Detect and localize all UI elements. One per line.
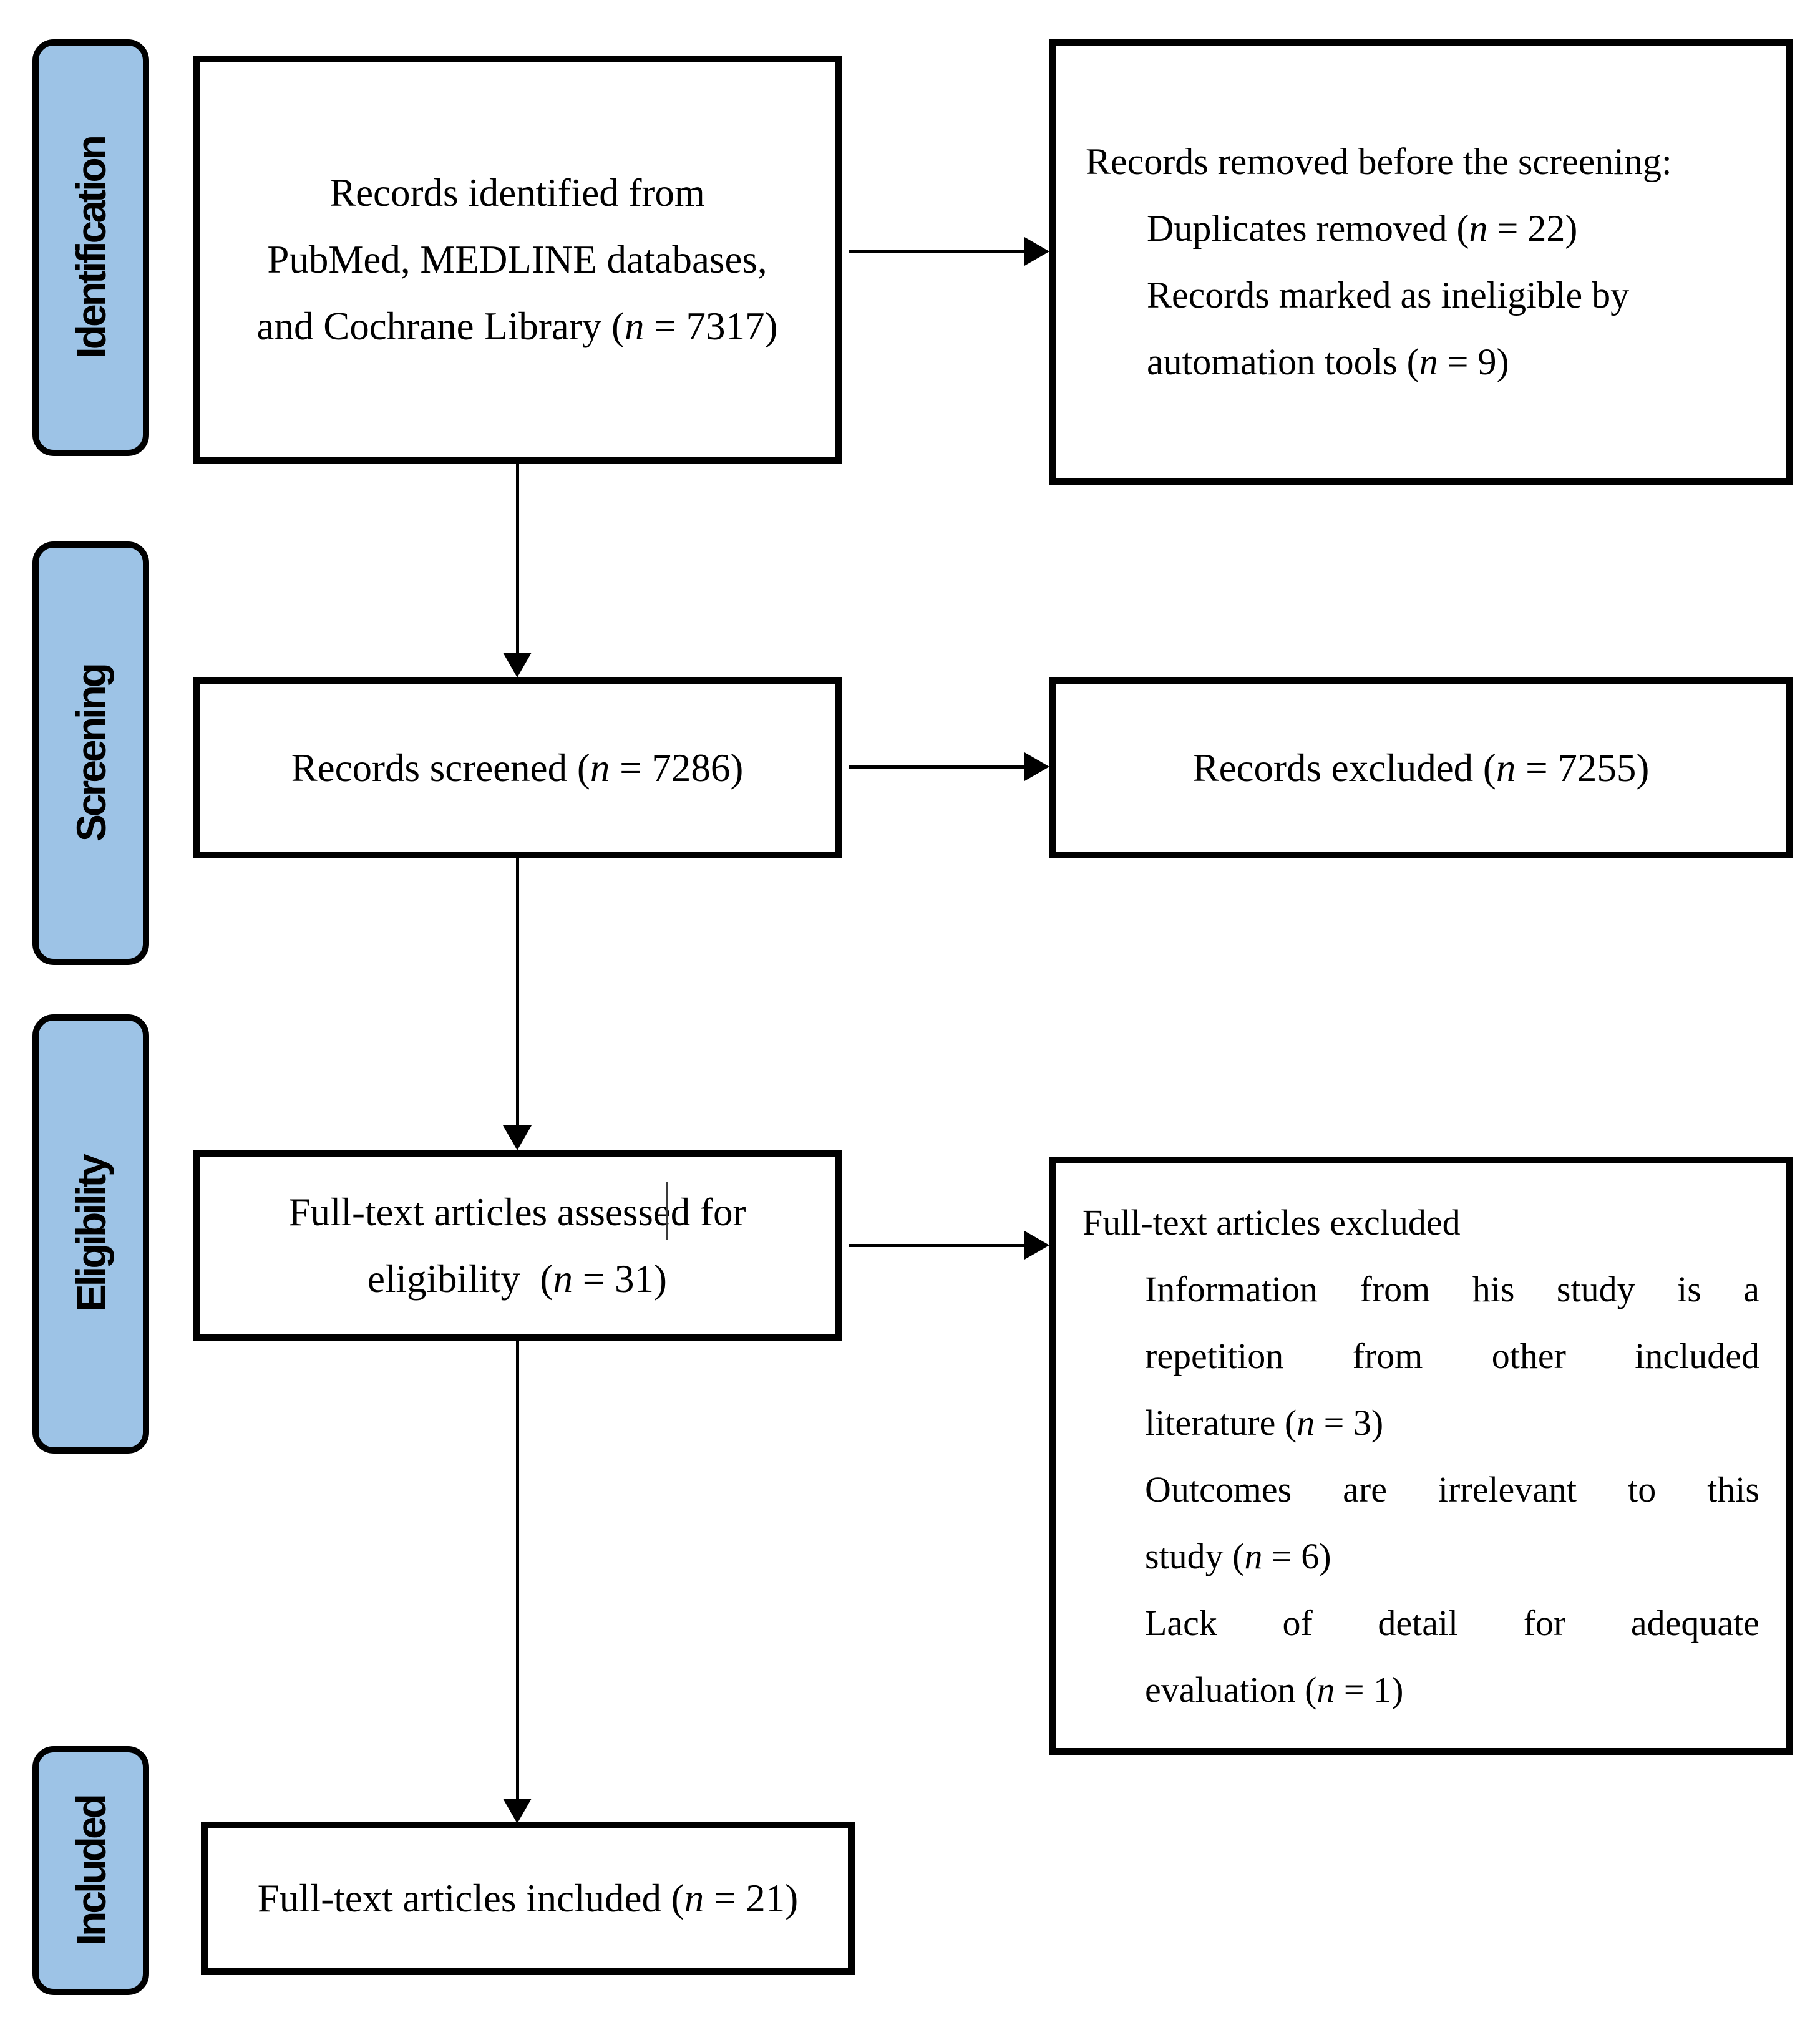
fulltext-excluded-item: Information from his study is a (1145, 1268, 1759, 1309)
fulltext-excluded-item: repetition from other included (1145, 1335, 1759, 1376)
fulltext-excluded-item: Lack of detail for adequate (1145, 1602, 1759, 1643)
box-fulltext-assessed: Full-text articles assessed for eligibil… (193, 1150, 842, 1341)
arrow-assessed-to-fulltext-excluded (849, 1244, 1024, 1247)
fulltext-excluded-item: study (n = 6) (1145, 1535, 1331, 1576)
stage-label-eligibility: Eligibility (32, 1014, 149, 1454)
fulltext-included-text: Full-text articles included (n = 21) (257, 1876, 799, 1920)
records-identified-line: and Cochrane Library (n = 7317) (256, 304, 778, 348)
records-screened-text: Records screened (n = 7286) (291, 745, 744, 790)
stage-label-eligibility-text: Eligibility (67, 1156, 114, 1312)
arrowhead-right-icon (1024, 752, 1049, 781)
records-excluded-text: Records excluded (n = 7255) (1192, 745, 1650, 790)
arrowhead-right-icon (1024, 1231, 1049, 1260)
stage-label-screening: Screening (32, 541, 149, 965)
stage-label-identification: Identification (32, 39, 149, 456)
fulltext-excluded-item: Outcomes are irrelevant to this (1145, 1469, 1759, 1510)
arrowhead-down-icon (503, 1799, 532, 1823)
arrowhead-down-icon (503, 653, 532, 677)
records-removed-item: automation tools (n = 9) (1147, 341, 1509, 382)
stage-label-included-text: Included (67, 1795, 114, 1946)
box-records-identified: Records identified from PubMed, MEDLINE … (193, 56, 842, 464)
arrow-assessed-to-included (516, 1341, 519, 1799)
arrow-screened-to-assessed (516, 858, 519, 1125)
box-fulltext-included: Full-text articles included (n = 21) (201, 1822, 855, 1975)
arrowhead-right-icon (1024, 237, 1049, 266)
fulltext-excluded-item: literature (n = 3) (1145, 1402, 1384, 1443)
stage-label-screening-text: Screening (67, 664, 114, 842)
fulltext-excluded-item: evaluation (n = 1) (1145, 1669, 1404, 1710)
fulltext-assessed-line: eligibility (n = 31) (367, 1256, 667, 1301)
records-removed-header: Records removed before the screening: (1086, 141, 1672, 182)
records-removed-item: Duplicates removed (n = 22) (1147, 208, 1578, 249)
text-cursor-artifact (666, 1182, 668, 1240)
box-records-excluded: Records excluded (n = 7255) (1049, 677, 1793, 858)
box-records-screened: Records screened (n = 7286) (193, 677, 842, 858)
arrow-identified-to-screened (516, 464, 519, 653)
fulltext-assessed-line: Full-text articles assessed for (288, 1190, 746, 1234)
stage-label-identification-text: Identification (67, 137, 114, 359)
box-records-removed: Records removed before the screening: Du… (1049, 39, 1793, 485)
arrowhead-down-icon (503, 1125, 532, 1150)
records-identified-line: Records identified from (329, 170, 705, 215)
stage-label-included: Included (32, 1746, 149, 1995)
box-fulltext-excluded: Full-text articles excluded Information … (1049, 1157, 1793, 1755)
records-removed-item: Records marked as ineligible by (1147, 274, 1630, 316)
fulltext-excluded-header: Full-text articles excluded (1083, 1202, 1461, 1243)
records-identified-line: PubMed, MEDLINE databases, (267, 237, 767, 281)
arrow-identified-to-removed (849, 250, 1024, 253)
arrow-screened-to-excluded (849, 765, 1024, 769)
